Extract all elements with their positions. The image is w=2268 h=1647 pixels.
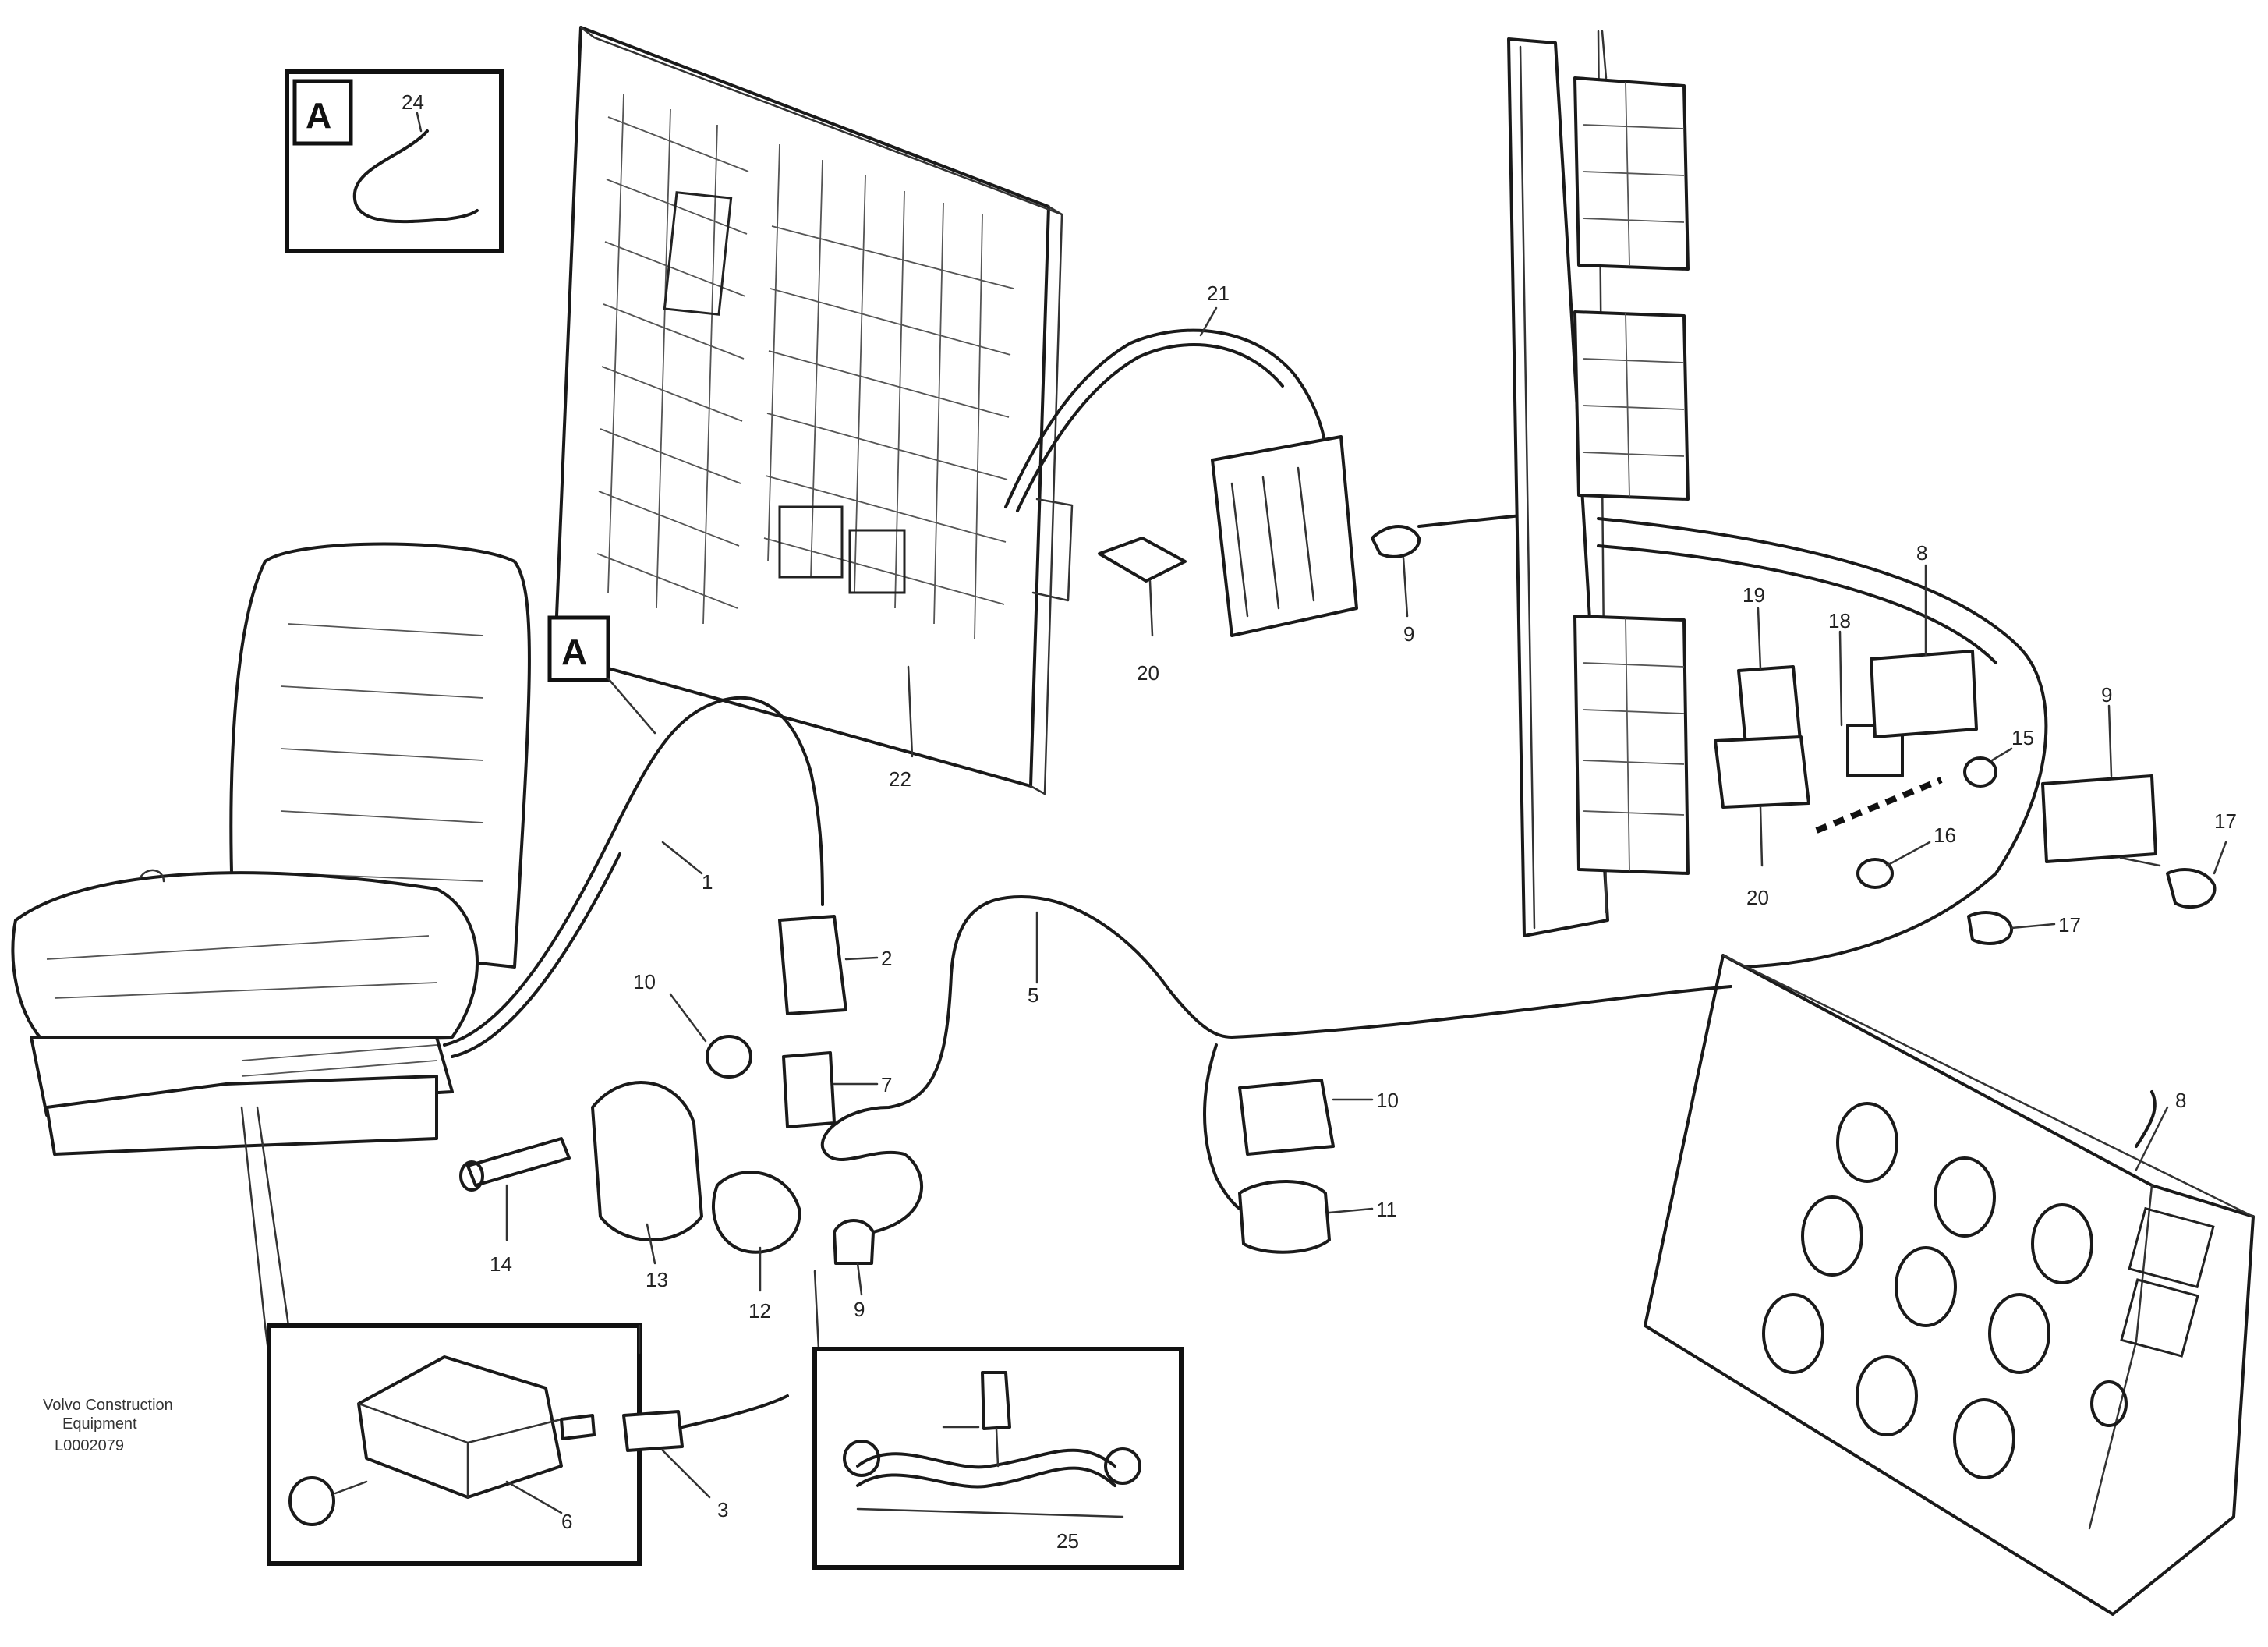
callout-8-panel: 8 (2175, 1089, 2186, 1112)
callout-18: 18 (1828, 609, 1851, 632)
callout-7: 7 (881, 1073, 892, 1096)
cable-harness-5: 5 10 11 (820, 895, 1732, 1254)
cable-harness-21: 21 20 9 (1004, 282, 1530, 685)
callout-24: 24 (402, 90, 424, 114)
control-panel: 8 (1644, 954, 2255, 1616)
callout-2: 2 (881, 947, 892, 970)
callout-9-top: 9 (1403, 622, 1414, 646)
callout-10-right: 10 (1376, 1089, 1399, 1112)
detail-a-cable (352, 129, 479, 224)
callout-8-top: 8 (1916, 541, 1927, 565)
callout-17-right: 17 (2214, 809, 2237, 833)
callout-25: 25 (1056, 1529, 1079, 1553)
detail-inset-cable: 25 (812, 1347, 1184, 1570)
callout-6: 6 (561, 1510, 572, 1533)
stamp-code: L0002079 (55, 1437, 124, 1454)
callout-14: 14 (490, 1252, 512, 1276)
callout-10: 10 (633, 970, 656, 994)
drawing-reference-stamp: Volvo Construction Equipment L0002079 (43, 1397, 173, 1454)
callout-1: 1 (702, 870, 713, 894)
callout-19: 19 (1743, 583, 1765, 607)
fuse-relay-board: 22 (554, 26, 1074, 795)
detail-a-marker: A (561, 632, 587, 672)
callout-3: 3 (717, 1498, 728, 1521)
stamp-line-1: Volvo Construction (43, 1397, 173, 1414)
callout-21: 21 (1207, 282, 1230, 305)
callout-20-right: 20 (1746, 886, 1769, 909)
callout-20-top: 20 (1137, 661, 1159, 685)
callout-11: 11 (1376, 1198, 1397, 1221)
callout-12: 12 (748, 1299, 771, 1323)
callout-16: 16 (1934, 824, 1956, 847)
callout-5: 5 (1028, 983, 1038, 1007)
detail-inset-switch: 6 3 (267, 1323, 789, 1566)
callout-15: 15 (2011, 726, 2034, 749)
detail-a-inset: A 24 (285, 69, 504, 253)
callout-9-center: 9 (854, 1298, 865, 1321)
callout-13: 13 (646, 1268, 668, 1291)
operator-seat (11, 542, 531, 1156)
callout-9-right: 9 (2101, 683, 2112, 707)
stamp-line-2: Equipment (62, 1415, 137, 1433)
cab-pillar (1507, 30, 1690, 937)
callout-17-lower: 17 (2058, 913, 2081, 937)
center-components: 2 7 10 13 14 12 9 (459, 915, 892, 1351)
switch-assembly-right: 19 20 18 8 16 15 9 17 17 (1597, 517, 2237, 969)
callout-22: 22 (889, 767, 911, 791)
detail-a-inset-letter: A (306, 95, 331, 136)
